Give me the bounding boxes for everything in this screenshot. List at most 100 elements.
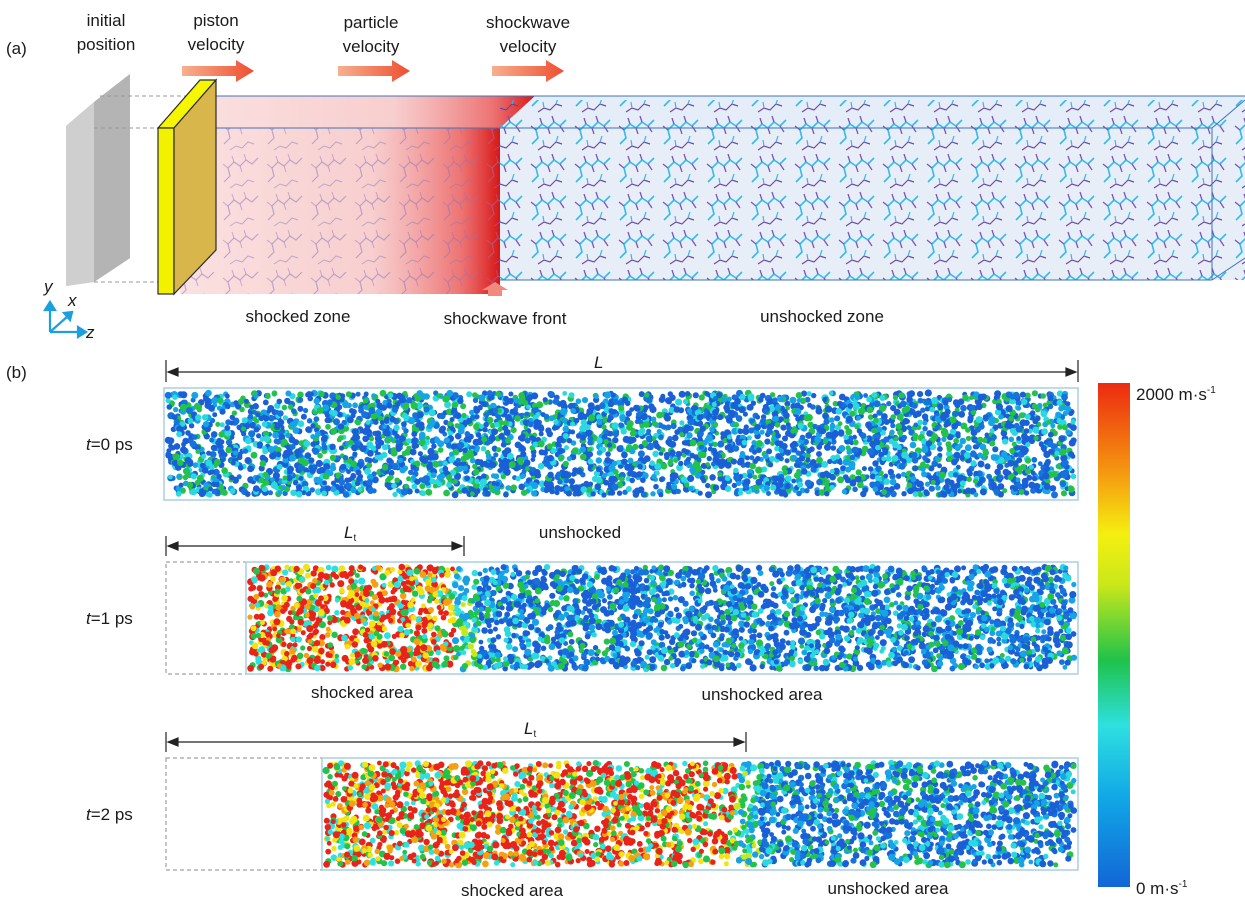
particle: [352, 433, 360, 441]
particle: [838, 393, 846, 401]
particle: [938, 471, 946, 479]
particle: [906, 482, 913, 489]
particle: [350, 473, 357, 479]
particle: [966, 476, 972, 483]
particle: [951, 459, 958, 466]
particle: [347, 458, 353, 464]
particle: [593, 394, 599, 399]
particle: [712, 565, 719, 572]
particle: [175, 490, 182, 497]
particle: [325, 469, 331, 475]
particle: [855, 469, 862, 476]
particle: [990, 454, 998, 461]
particle: [993, 488, 1000, 495]
particle: [566, 438, 573, 444]
particle: [736, 459, 744, 466]
particle: [901, 407, 908, 414]
particle: [410, 464, 417, 471]
particle: [925, 440, 933, 447]
particle: [689, 467, 696, 474]
particle: [804, 479, 812, 487]
particle: [352, 402, 358, 409]
particle: [1016, 405, 1022, 411]
particle: [973, 470, 979, 476]
velocity-arrows: [182, 60, 564, 82]
particle: [560, 408, 568, 416]
particle: [483, 421, 489, 428]
particle: [611, 443, 617, 449]
particle: [989, 428, 995, 434]
particle: [984, 432, 990, 438]
particle: [960, 422, 968, 430]
particle: [210, 431, 218, 438]
particle: [489, 461, 497, 469]
particle: [621, 451, 628, 459]
particle: [751, 440, 757, 446]
particle: [576, 467, 583, 475]
particle: [797, 422, 804, 430]
particle: [959, 480, 966, 487]
particle: [224, 425, 231, 431]
particle: [917, 419, 923, 426]
particle: [627, 437, 635, 445]
particle: [653, 483, 659, 490]
particle: [754, 424, 761, 431]
particle: [180, 446, 187, 454]
particle: [514, 441, 522, 449]
particle: [173, 406, 179, 413]
particle: [446, 389, 454, 397]
particle: [607, 400, 615, 408]
particle: [879, 394, 886, 401]
particle: [612, 437, 619, 444]
particle: [604, 457, 611, 464]
particle: [629, 430, 637, 437]
particle: [752, 449, 758, 455]
particle: [783, 412, 790, 419]
particle: [886, 401, 892, 407]
particle: [611, 422, 619, 429]
particle: [474, 414, 480, 420]
particle: [536, 401, 544, 409]
particle: [277, 490, 283, 495]
particle: [996, 463, 1004, 471]
particle: [755, 414, 761, 420]
particle: [629, 477, 635, 484]
particle: [955, 433, 961, 439]
particle: [673, 458, 679, 463]
particle: [355, 419, 362, 426]
particle: [580, 419, 588, 426]
particle: [715, 459, 723, 467]
particle: [756, 440, 763, 447]
particle: [973, 492, 979, 498]
particle: [553, 419, 559, 425]
particle: [329, 454, 337, 461]
particle: [277, 419, 285, 426]
particle: [468, 452, 475, 459]
particle: [363, 398, 369, 404]
particle: [265, 393, 271, 400]
particle: [632, 443, 639, 450]
particle: [717, 414, 724, 421]
particle: [192, 434, 198, 440]
particle: [187, 460, 194, 467]
particle: [176, 474, 182, 479]
particle: [608, 475, 616, 483]
particle: [273, 438, 280, 445]
particle: [684, 391, 691, 397]
particle: [665, 424, 672, 431]
particle: [454, 412, 462, 419]
particle: [1019, 419, 1027, 427]
particle: [727, 620, 733, 625]
particle: [629, 465, 635, 471]
particle: [879, 404, 887, 412]
particle: [573, 490, 580, 496]
particle: [979, 488, 987, 496]
particle: [395, 401, 401, 407]
particle: [780, 489, 786, 495]
particle: [382, 424, 387, 429]
particle: [1057, 608, 1063, 614]
particle: [759, 429, 765, 435]
particle: [261, 421, 268, 428]
particle: [321, 434, 328, 441]
particle: [917, 397, 924, 404]
